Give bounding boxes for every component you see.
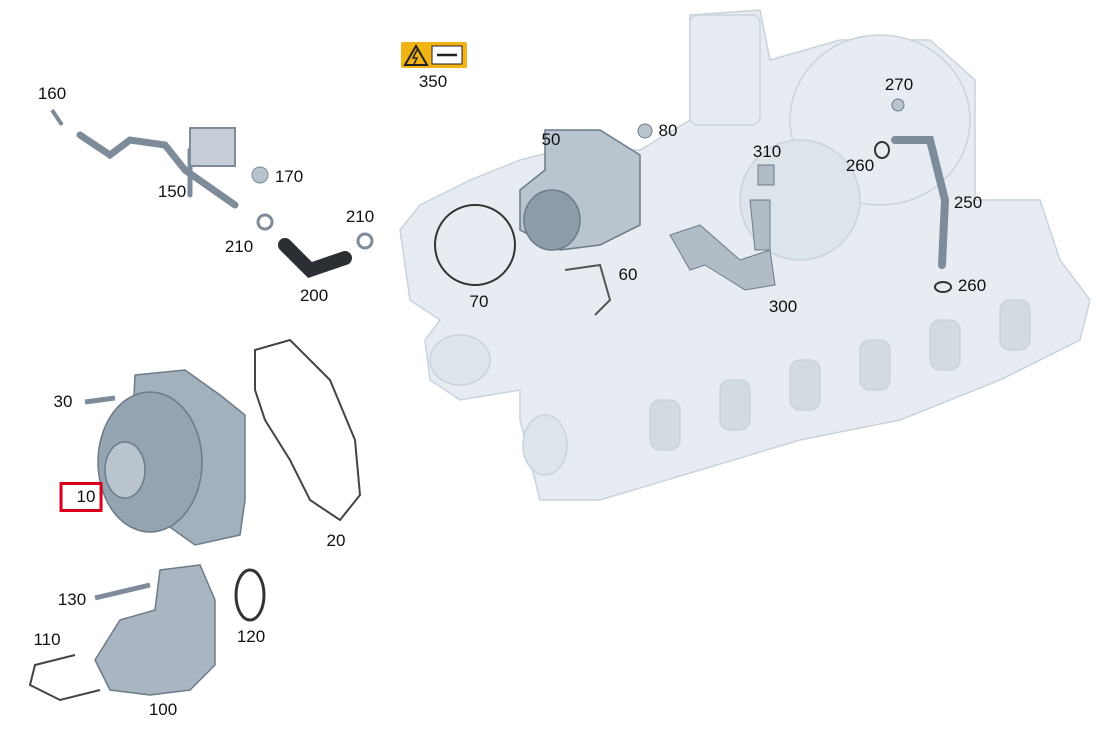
- callout-50[interactable]: 50: [541, 130, 561, 149]
- gasket-20[interactable]: [254, 338, 362, 522]
- callout-310[interactable]: 310: [752, 142, 782, 161]
- clip-110[interactable]: [28, 654, 101, 702]
- bolt-270[interactable]: [891, 98, 905, 112]
- callout-210[interactable]: 210: [345, 207, 375, 226]
- callout-110[interactable]: 110: [33, 630, 61, 649]
- hose-200[interactable]: [278, 238, 352, 279]
- bracket-300[interactable]: [669, 199, 776, 291]
- callout-260[interactable]: 260: [845, 156, 875, 175]
- callout-270[interactable]: 270: [884, 75, 914, 94]
- callout-80[interactable]: 80: [658, 121, 678, 140]
- callout-100[interactable]: 100: [148, 700, 178, 719]
- seal-ring-120[interactable]: [234, 568, 266, 622]
- bolt-80[interactable]: [637, 123, 653, 139]
- callout-150[interactable]: 150: [157, 182, 187, 201]
- callout-260[interactable]: 260: [957, 276, 987, 295]
- housing-100[interactable]: [94, 564, 216, 696]
- clamp-210[interactable]: [256, 213, 374, 250]
- bolt-30[interactable]: [84, 395, 116, 405]
- callout-30[interactable]: 30: [53, 392, 73, 411]
- flange-50[interactable]: [519, 129, 641, 251]
- callout-120[interactable]: 120: [236, 627, 266, 646]
- callout-170[interactable]: 170: [274, 167, 304, 186]
- pipe-250[interactable]: [891, 136, 950, 269]
- bolt-130[interactable]: [94, 582, 151, 601]
- callout-210[interactable]: 210: [224, 237, 254, 256]
- callout-160[interactable]: 160: [37, 84, 67, 103]
- callout-300[interactable]: 300: [768, 297, 798, 316]
- clip-60[interactable]: [564, 263, 612, 316]
- seal-260b[interactable]: [934, 281, 952, 293]
- callout-200[interactable]: 200: [299, 286, 329, 305]
- callout-10-selected[interactable]: 10: [59, 482, 103, 512]
- callout-60[interactable]: 60: [618, 265, 638, 284]
- callout-20[interactable]: 20: [326, 531, 346, 550]
- bolt-170[interactable]: [251, 166, 269, 184]
- bolt-160[interactable]: [50, 108, 64, 127]
- engine-block-ghost: [399, 9, 1091, 501]
- callout-130[interactable]: 130: [57, 590, 87, 609]
- callout-350[interactable]: 350: [418, 72, 448, 91]
- coolant-pipe-150[interactable]: [76, 127, 239, 209]
- seal-260a[interactable]: [874, 141, 890, 159]
- water-pump-10[interactable]: [97, 369, 246, 546]
- gasket-70[interactable]: [434, 204, 516, 286]
- callout-250[interactable]: 250: [953, 193, 983, 212]
- callout-70[interactable]: 70: [469, 292, 489, 311]
- electrical-hazard-and-manual-icon: [401, 42, 467, 68]
- bracket-310[interactable]: [757, 164, 775, 186]
